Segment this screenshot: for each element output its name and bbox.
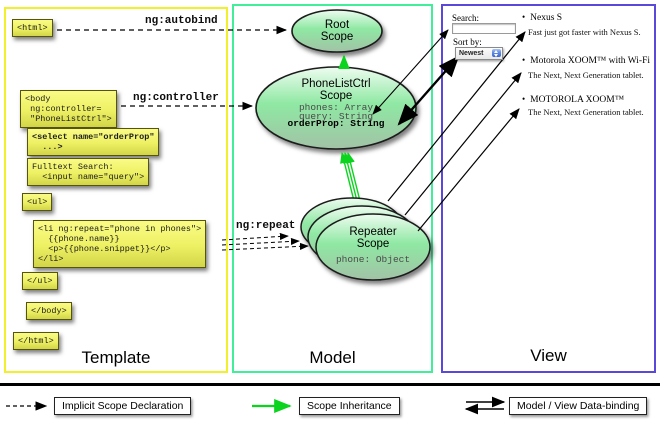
bullet-icon: • <box>522 55 526 65</box>
bullet-icon: • <box>522 12 526 22</box>
code-box-html-open: <html> <box>12 19 53 37</box>
view-panel-label: View <box>530 346 567 365</box>
phonelistctrl-scope-title: PhoneListCtrl Scope <box>301 78 371 102</box>
model-panel-label: Model <box>309 348 356 367</box>
code-box-fulltext-search: Fulltext Search: <input name="query"> <box>27 158 150 186</box>
phone-list-item-desc: The Next, Next Generation tablet. <box>528 107 644 117</box>
annotation-ng-autobind: ng:autobind <box>145 15 218 27</box>
sort-by-label: Sort by: <box>453 37 482 47</box>
code-box-li-repeat: <li ng:repeat="phone in phones"> {{phone… <box>33 220 207 268</box>
bullet-icon: • <box>522 94 526 104</box>
phone-name: Motorola XOOM™ with Wi-Fi <box>530 56 651 66</box>
search-label: Search: <box>452 13 479 23</box>
sort-select-value: Newest <box>459 50 484 57</box>
select-stepper-icon <box>492 49 501 57</box>
repeater-scope-title: Repeater Scope <box>349 226 397 250</box>
phone-name: MOTOROLA XOOM™ <box>530 95 625 105</box>
code-box-ul-close: </ul> <box>22 272 58 290</box>
code-box-html-close: </html> <box>13 332 59 350</box>
code-box-ul-open: <ul> <box>22 193 53 211</box>
phone-list-item-desc: Fast just got faster with Nexus S. <box>528 27 641 37</box>
legend-model-view-data-binding: Model / View Data-binding <box>509 397 648 415</box>
legend-scope-inheritance: Scope Inheritance <box>299 397 400 415</box>
phonelistctrl-scope-orderprop: orderProp: String <box>287 118 385 129</box>
template-panel-label: Template <box>81 348 151 367</box>
repeater-scope-prop: phone: Object <box>335 254 411 265</box>
phone-list-item-name: • Nexus S <box>522 12 562 23</box>
model-panel <box>232 4 433 373</box>
legend-implicit-scope-declaration: Implicit Scope Declaration <box>54 397 192 415</box>
code-box-select: <select name="orderProp" ...> <box>27 128 160 156</box>
phone-list-item-name: • Motorola XOOM™ with Wi-Fi <box>522 55 650 66</box>
code-box-body-open: <body ng:controller= "PhoneListCtrl"> <box>20 90 117 128</box>
search-input[interactable] <box>452 23 516 34</box>
phone-list-item-desc: The Next, Next Generation tablet. <box>528 70 644 80</box>
root-scope-title: Root Scope <box>320 19 354 43</box>
annotation-ng-controller: ng:controller <box>133 92 219 104</box>
sort-select[interactable]: Newest <box>455 47 503 60</box>
phone-list-item-name: • MOTOROLA XOOM™ <box>522 94 624 105</box>
annotation-ng-repeat: ng:repeat <box>236 220 296 232</box>
phone-name: Nexus S <box>530 13 563 23</box>
code-box-body-close: </body> <box>26 302 72 320</box>
legend-separator-line <box>0 383 660 386</box>
